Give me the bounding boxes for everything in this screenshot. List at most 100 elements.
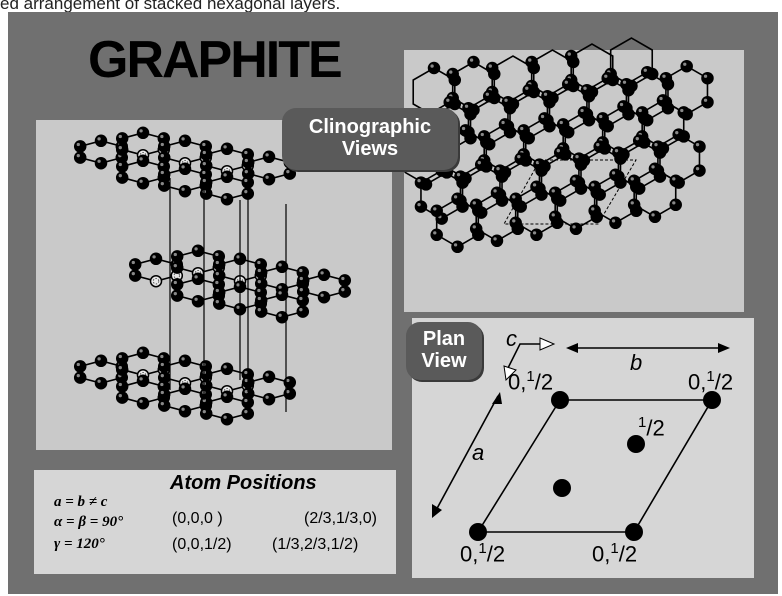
atom-highlight bbox=[173, 264, 177, 268]
atom-highlight bbox=[286, 170, 290, 174]
atom-highlight bbox=[152, 255, 156, 259]
carbon-atom bbox=[672, 128, 685, 141]
atom-highlight bbox=[76, 154, 80, 158]
carbon-atom bbox=[446, 67, 459, 81]
b-arrow-head-right bbox=[718, 343, 730, 353]
atom-highlight bbox=[446, 98, 450, 102]
carbon-atom bbox=[493, 164, 507, 177]
stacked-layers-drawing bbox=[73, 126, 352, 426]
atom-highlight bbox=[118, 366, 122, 370]
atom-highlight bbox=[173, 252, 177, 257]
carbon-atom bbox=[212, 258, 226, 271]
carbon-atom bbox=[128, 269, 142, 282]
atom-highlight bbox=[118, 146, 122, 150]
atom-highlight bbox=[596, 143, 600, 147]
carbon-atom bbox=[593, 140, 606, 153]
carbon-atom bbox=[115, 143, 129, 156]
atom-highlight bbox=[160, 162, 164, 167]
carbon-atom bbox=[241, 156, 255, 169]
carbon-atom bbox=[254, 266, 268, 279]
carbon-atom bbox=[199, 368, 213, 381]
atom-highlight bbox=[202, 170, 206, 175]
atom-highlight bbox=[480, 132, 484, 137]
carbon-atom bbox=[669, 198, 682, 212]
carbon-atom bbox=[490, 186, 504, 200]
plan-atom bbox=[625, 523, 643, 541]
carbon-atom bbox=[73, 151, 87, 164]
carbon-atom bbox=[627, 174, 641, 188]
atom-highlight bbox=[604, 74, 608, 78]
carbon-atom bbox=[588, 204, 601, 218]
atom-highlight bbox=[528, 58, 532, 62]
axis-label-a: a bbox=[472, 440, 485, 465]
carbon-atom bbox=[178, 382, 192, 396]
atom-highlight bbox=[583, 86, 587, 90]
atom-highlight bbox=[520, 126, 524, 131]
atom-highlight bbox=[194, 275, 198, 279]
carbon-atom bbox=[701, 95, 714, 109]
carbon-atom bbox=[94, 354, 108, 368]
atom-highlight bbox=[181, 385, 185, 389]
carbon-atom bbox=[212, 297, 226, 310]
atom-highlight bbox=[244, 190, 248, 194]
atom-highlight bbox=[139, 349, 143, 353]
atom-highlight bbox=[223, 415, 227, 419]
atom-highlight bbox=[525, 86, 529, 90]
clinographic-label-line2: Views bbox=[341, 138, 399, 160]
carbon-atom bbox=[136, 126, 150, 140]
atom-highlight bbox=[320, 271, 324, 275]
atom-highlight bbox=[244, 378, 248, 383]
carbon-atom bbox=[525, 55, 538, 69]
atom-highlight bbox=[139, 179, 143, 183]
carbon-atom bbox=[451, 192, 464, 206]
carbon-atom bbox=[612, 146, 625, 159]
carbon-atom bbox=[659, 71, 673, 85]
atom-position-4: (1/3,2/3,1/2) bbox=[272, 536, 359, 553]
atom-highlight bbox=[575, 155, 579, 159]
atom-highlight bbox=[160, 374, 164, 378]
carbon-atom bbox=[115, 160, 129, 173]
carbon-atom bbox=[514, 152, 527, 165]
atom-highlight bbox=[472, 201, 476, 205]
atom-highlight bbox=[265, 395, 269, 399]
carbon-atom bbox=[178, 354, 192, 368]
carbon-atom bbox=[588, 180, 601, 194]
atom-highlight bbox=[551, 213, 555, 217]
atom-highlight bbox=[215, 280, 219, 285]
atom-highlight bbox=[257, 288, 261, 293]
atom-highlight bbox=[160, 382, 164, 387]
carbon-atom bbox=[572, 152, 586, 165]
atom-highlight bbox=[630, 177, 634, 181]
carbon-atom bbox=[414, 176, 428, 189]
atom-highlight bbox=[433, 207, 437, 211]
atom-highlight bbox=[97, 379, 101, 383]
atom-highlight bbox=[341, 288, 345, 292]
carbon-atom bbox=[522, 83, 535, 97]
carbon-atom bbox=[178, 184, 192, 198]
carbon-atom bbox=[501, 95, 515, 109]
lattice-relation-3: γ = 120° bbox=[54, 536, 105, 552]
carbon-atom bbox=[632, 134, 646, 147]
atom-highlight bbox=[76, 374, 80, 378]
carbon-atom bbox=[73, 140, 87, 153]
atom-highlight bbox=[257, 296, 261, 301]
atom-highlight bbox=[517, 155, 521, 159]
atom-highlight bbox=[456, 173, 461, 177]
atom-highlight bbox=[173, 280, 177, 285]
atom-highlight bbox=[194, 297, 198, 301]
carbon-atom bbox=[640, 65, 654, 79]
atom-highlight bbox=[453, 195, 458, 199]
atom-highlight bbox=[551, 189, 555, 193]
plan-atom bbox=[469, 523, 487, 541]
atom-highlight bbox=[278, 263, 282, 267]
carbon-atom bbox=[530, 180, 543, 194]
carbon-atom bbox=[115, 352, 129, 365]
atom-highlight bbox=[630, 201, 634, 205]
atom-highlight bbox=[512, 219, 516, 223]
carbon-atom bbox=[469, 222, 483, 236]
carbon-atom bbox=[490, 234, 504, 248]
carbon-atom bbox=[459, 124, 472, 137]
carbon-atom bbox=[596, 112, 609, 125]
carbon-atom bbox=[609, 216, 622, 230]
carbon-atom bbox=[178, 162, 192, 176]
